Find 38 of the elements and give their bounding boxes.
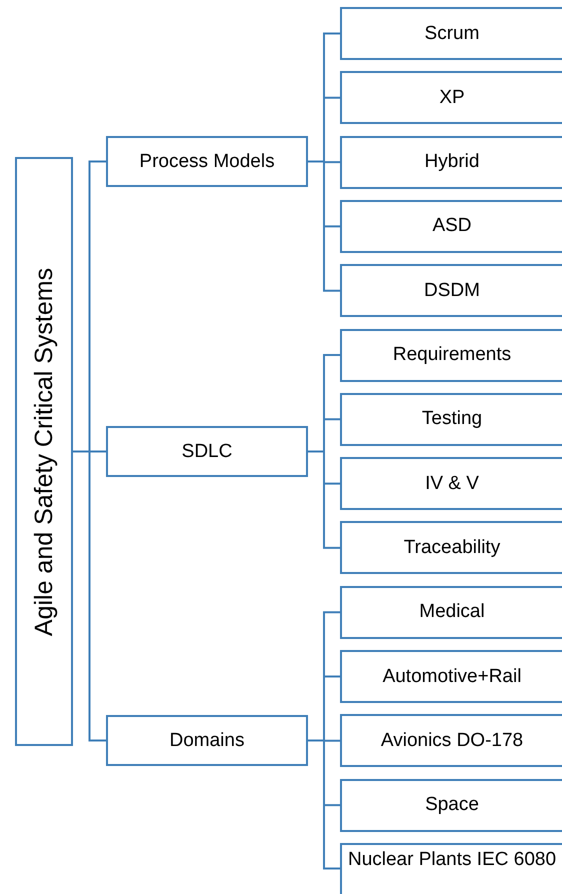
node-label: IV & V: [424, 472, 480, 495]
topic-box: [340, 586, 562, 639]
node-label: Testing: [420, 408, 484, 430]
topic-box: [340, 264, 562, 318]
node-label: Space: [424, 794, 480, 816]
category-box: [106, 136, 308, 187]
node-label: Scrum: [424, 22, 480, 44]
node-label: Hybrid: [424, 151, 480, 174]
category-box: [106, 426, 308, 477]
topic-box: [340, 392, 562, 446]
root-box: [15, 157, 73, 746]
node-label: Automotive+Rail: [382, 666, 522, 688]
topic-box: [340, 778, 562, 832]
node-label: Avionics DO-178: [380, 730, 524, 752]
topic-box: [340, 521, 562, 574]
topic-box: [340, 71, 562, 124]
node-label: Process Models: [138, 150, 276, 172]
connector-line: [308, 160, 340, 292]
node-label: Nuclear Plants IEC 6080: [346, 848, 558, 871]
topic-box: [340, 328, 562, 382]
node-label: Medical: [418, 601, 486, 624]
topic-box: [340, 457, 562, 510]
topic-box: [340, 842, 562, 894]
node-label: ASD: [431, 215, 473, 238]
node-label: Traceability: [402, 536, 502, 559]
node-label: SDLC: [180, 440, 234, 462]
node-label: Agile and Safety Critical Systems: [30, 267, 58, 636]
node-label: XP: [438, 86, 466, 109]
topic-box: [340, 136, 562, 189]
node-label: DSDM: [423, 280, 481, 302]
topic-box: [340, 714, 562, 768]
category-box: [106, 715, 308, 766]
node-label: Requirements: [392, 344, 512, 366]
topic-box: [340, 200, 562, 253]
topic-box: [340, 650, 562, 703]
topic-box: [340, 7, 562, 60]
node-label: Domains: [168, 730, 246, 752]
connector-line: [73, 450, 106, 742]
